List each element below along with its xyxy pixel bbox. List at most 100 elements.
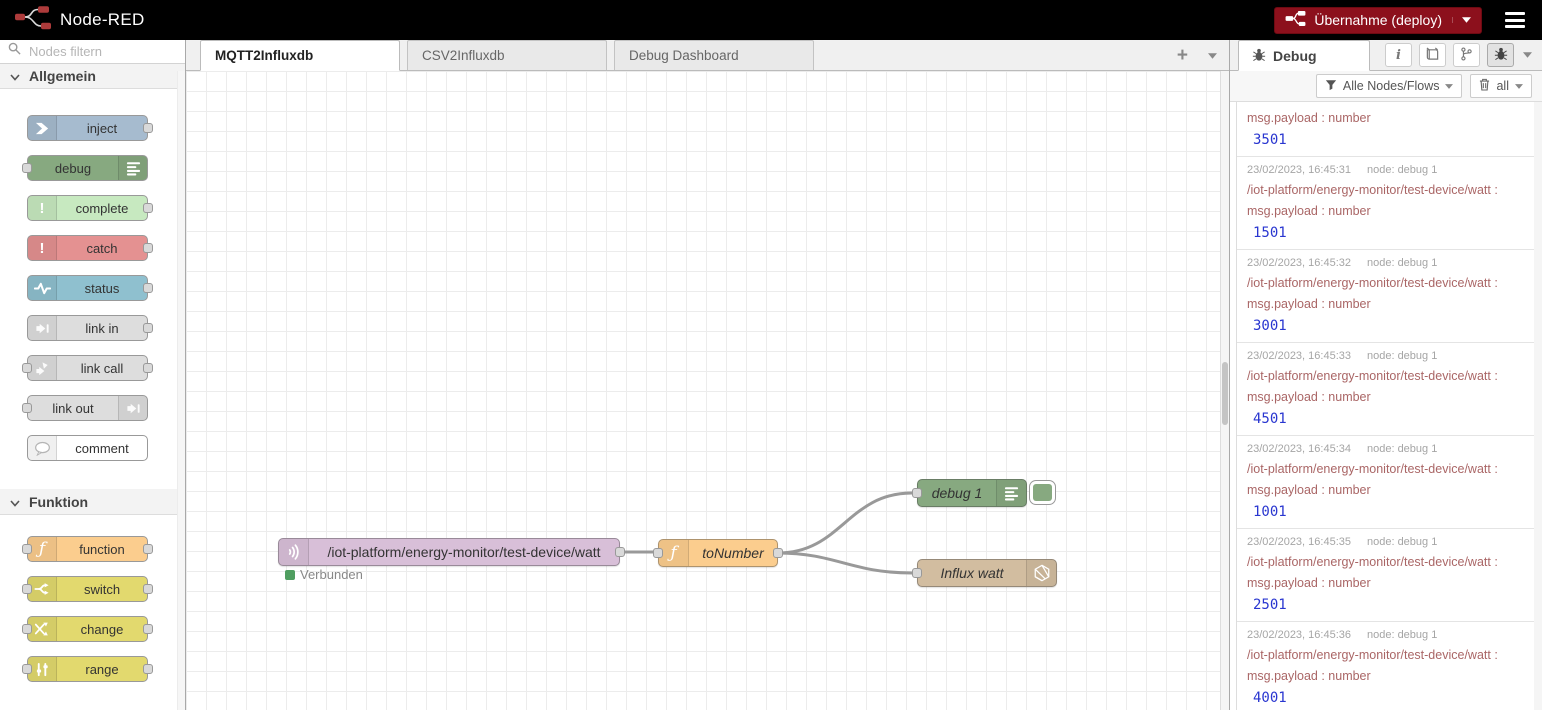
palette-node-range[interactable]: range: [22, 656, 153, 682]
palette-node-link-out[interactable]: link out: [22, 395, 148, 422]
flow-node-debug1[interactable]: debug 1: [917, 479, 1027, 507]
function-input-port[interactable]: [653, 548, 663, 558]
palette-node-catch[interactable]: ! catch: [27, 235, 153, 262]
node-label: /iot-platform/energy-monitor/test-device…: [327, 544, 601, 560]
input-port[interactable]: [22, 363, 32, 374]
tab-debug[interactable]: Debug: [1238, 40, 1370, 71]
flow-node-influx-watt[interactable]: Influx watt: [917, 559, 1057, 587]
output-port[interactable]: [143, 243, 153, 254]
message-topic: /iot-platform/energy-monitor/test-device…: [1247, 369, 1498, 383]
flow-canvas[interactable]: /iot-platform/energy-monitor/test-device…: [186, 71, 1229, 710]
message-payload-type: msg.payload : number: [1247, 576, 1371, 590]
debug-message-list: msg.payload : number 3501 23/02/2023, 16…: [1236, 102, 1542, 710]
palette-node-status[interactable]: status: [27, 275, 153, 302]
sidebar-menu-caret[interactable]: [1521, 52, 1534, 58]
output-port[interactable]: [143, 323, 153, 334]
palette-search-input[interactable]: [27, 42, 157, 60]
palette-node-label: catch: [86, 240, 118, 256]
palette-node-switch[interactable]: switch: [22, 576, 153, 602]
palette-section-allgemein[interactable]: Allgemein: [0, 63, 185, 90]
message-topic: /iot-platform/energy-monitor/test-device…: [1247, 276, 1498, 290]
palette-node-comment[interactable]: comment: [27, 435, 148, 462]
output-port[interactable]: [143, 624, 153, 634]
info-icon: i: [1396, 47, 1401, 63]
palette-node-link-in[interactable]: link in: [27, 315, 153, 342]
palette-node-label: inject: [86, 120, 118, 136]
message-source-node: node: debug 1: [1366, 629, 1438, 641]
input-port[interactable]: [22, 624, 32, 634]
output-port[interactable]: [143, 544, 153, 554]
flow-node-tonumber[interactable]: ƒ toNumber: [658, 539, 778, 567]
sidebar-tabbar: Debug i: [1230, 40, 1542, 71]
main-menu-button[interactable]: [1498, 6, 1532, 34]
status-text: Verbunden: [300, 567, 363, 582]
message-timestamp: 23/02/2023, 16:45:33: [1247, 350, 1351, 362]
flow-tabbar: MQTT2Influxdb CSV2Influxdb Debug Dashboa…: [186, 40, 1229, 71]
input-port[interactable]: [22, 403, 32, 414]
list-icon: [118, 156, 147, 181]
palette-node-label: link in: [85, 320, 119, 336]
input-port[interactable]: [22, 584, 32, 594]
info-button[interactable]: i: [1385, 43, 1412, 67]
debug-clear-button[interactable]: all: [1470, 74, 1532, 98]
message-payload-type: msg.payload : number: [1247, 297, 1371, 311]
output-port[interactable]: [143, 283, 153, 294]
scrollbar-thumb[interactable]: [1222, 362, 1228, 425]
header: Node-RED Übernahme (deploy): [0, 0, 1542, 40]
debug-message: 23/02/2023, 16:45:34 node: debug 1 /iot-…: [1237, 436, 1542, 529]
project-button[interactable]: [1453, 43, 1480, 67]
palette-node-function[interactable]: ƒ function: [22, 536, 153, 562]
workspace: MQTT2Influxdb CSV2Influxdb Debug Dashboa…: [186, 40, 1229, 710]
output-port[interactable]: [143, 203, 153, 214]
palette-node-label: link call: [80, 360, 124, 376]
help-button[interactable]: [1419, 43, 1446, 67]
deploy-button[interactable]: Übernahme (deploy): [1274, 6, 1482, 34]
deploy-options-caret[interactable]: [1452, 17, 1471, 23]
message-topic: /iot-platform/energy-monitor/test-device…: [1247, 183, 1498, 197]
add-flow-button[interactable]: +: [1176, 44, 1188, 66]
output-port[interactable]: [143, 584, 153, 594]
hamburger-icon: [1505, 12, 1525, 15]
message-topic: /iot-platform/energy-monitor/test-device…: [1247, 648, 1498, 662]
message-source-node: node: debug 1: [1366, 164, 1438, 176]
funnel-icon: [1325, 79, 1337, 94]
debug-button[interactable]: [1487, 43, 1514, 67]
palette-section-funktion[interactable]: Funktion: [0, 489, 185, 515]
flow-list-caret-button[interactable]: [1208, 46, 1217, 64]
tab-csv2influxdb[interactable]: CSV2Influxdb: [407, 40, 607, 70]
debug-filter-button[interactable]: Alle Nodes/Flows: [1315, 74, 1463, 98]
palette-node-label: debug: [54, 160, 92, 176]
palette-node-complete[interactable]: ! complete: [27, 195, 153, 222]
palette-node-inject[interactable]: inject: [27, 115, 153, 142]
output-port[interactable]: [143, 664, 153, 674]
status-connected-dot: [285, 569, 295, 580]
debug-message: 23/02/2023, 16:45:35 node: debug 1 /iot-…: [1237, 529, 1542, 622]
input-port[interactable]: [22, 163, 32, 174]
tab-mqtt2influxdb[interactable]: MQTT2Influxdb: [200, 40, 400, 71]
canvas-vertical-scrollbar[interactable]: [1220, 71, 1229, 710]
input-port[interactable]: [22, 664, 32, 674]
debug-toggle-state: [1033, 484, 1052, 501]
input-port[interactable]: [22, 544, 32, 554]
debug-scrollbar[interactable]: [1534, 102, 1542, 710]
mqtt-output-port[interactable]: [615, 547, 625, 557]
output-port[interactable]: [143, 363, 153, 374]
function-output-port[interactable]: [773, 548, 783, 558]
message-value: 2501: [1253, 597, 1287, 613]
brand: Node-RED: [14, 4, 145, 36]
influx-input-port[interactable]: [912, 568, 922, 578]
debug-enable-toggle[interactable]: [1029, 480, 1056, 505]
tab-debug-dashboard[interactable]: Debug Dashboard: [614, 40, 814, 70]
debug-input-port[interactable]: [912, 488, 922, 498]
wires: [618, 491, 914, 575]
message-timestamp: 23/02/2023, 16:45:36: [1247, 629, 1351, 641]
palette-node-label: status: [84, 280, 120, 296]
palette-node-debug[interactable]: debug: [22, 155, 148, 182]
palette-node-change[interactable]: change: [22, 616, 153, 642]
palette-scrollbar[interactable]: [177, 71, 185, 710]
bug-icon: [1494, 46, 1508, 64]
output-port[interactable]: [143, 123, 153, 134]
palette-node-label: link out: [52, 400, 94, 416]
palette-node-link-call[interactable]: link call: [22, 355, 153, 382]
flow-node-mqtt-in[interactable]: /iot-platform/energy-monitor/test-device…: [278, 538, 620, 566]
